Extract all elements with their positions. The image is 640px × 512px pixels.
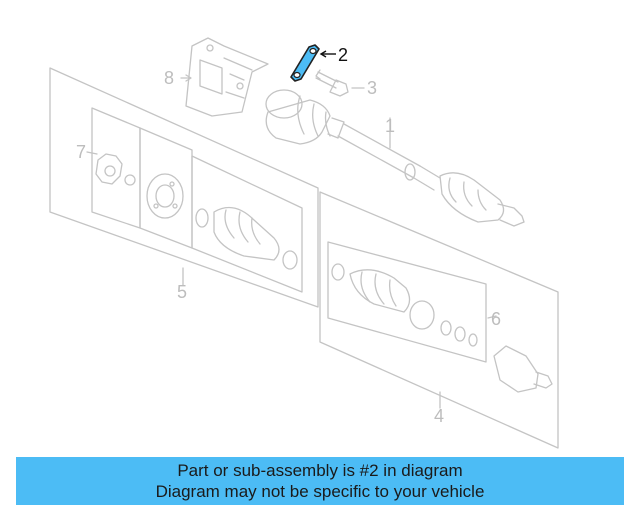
callout-6: 6 — [491, 309, 501, 329]
callout-3: 3 — [367, 78, 377, 98]
bracket-part-8: 8 — [164, 37, 269, 117]
axle-shaft-part-1: 1 — [265, 89, 525, 227]
callout-7: 7 — [76, 142, 86, 162]
flange-part-7 — [95, 153, 136, 186]
callout-1: 1 — [385, 116, 395, 136]
outer-joint-kit-panel: 6 4 — [319, 191, 559, 449]
banner-line-disclaimer: Diagram may not be specific to your vehi… — [155, 482, 485, 501]
callout-4: 4 — [434, 406, 444, 426]
info-banner: Part or sub-assembly is #2 in diagram Di… — [16, 457, 624, 505]
callout-2: 2 — [338, 45, 348, 65]
bolt-part-3: 3 — [315, 69, 377, 98]
banner-line-part-number: Part or sub-assembly is #2 in diagram — [177, 461, 463, 480]
callout-5: 5 — [177, 282, 187, 302]
parts-diagram: 5 7 6 4 8 3 — [49, 37, 559, 449]
inner-joint-kit-panel: 5 7 — [49, 67, 319, 308]
callout-8: 8 — [164, 68, 174, 88]
strap-part-2-highlighted[interactable]: 2 — [290, 44, 348, 82]
